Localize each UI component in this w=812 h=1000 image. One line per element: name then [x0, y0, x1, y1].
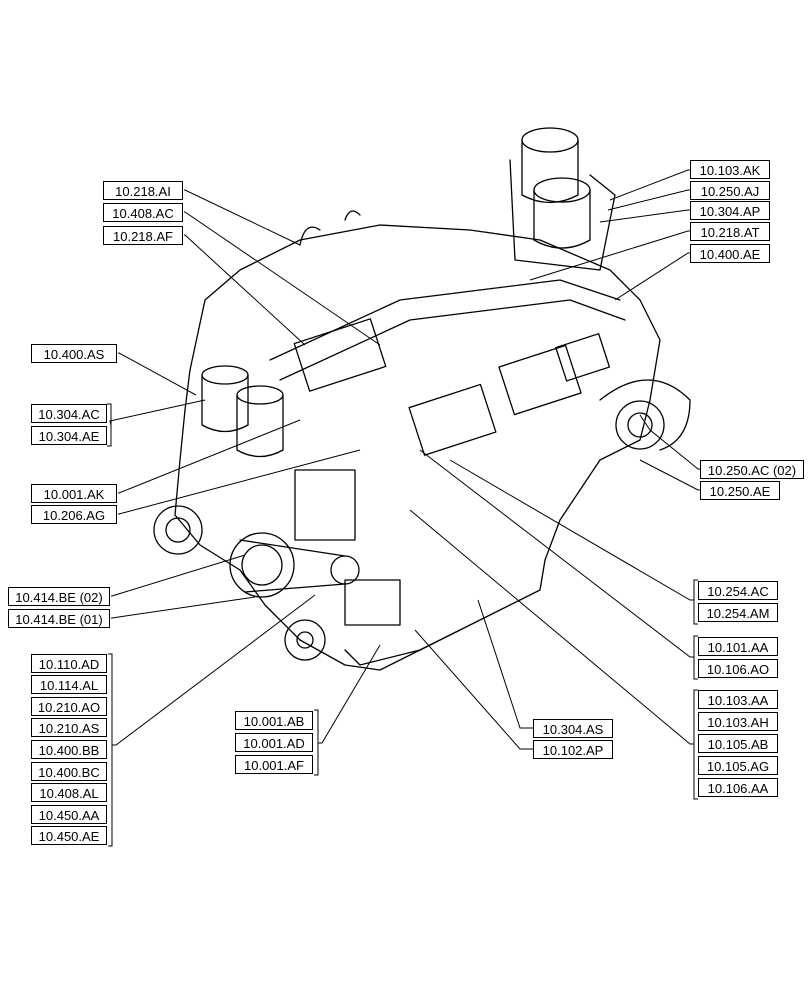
leader-218-at [529, 230, 690, 281]
label-10-304-ac[interactable]: 10.304.AC [31, 404, 107, 423]
leader-103-ak [609, 169, 690, 201]
leader-206-ag [118, 449, 361, 515]
label-10-218-at[interactable]: 10.218.AT [690, 222, 770, 241]
label-10-105-ag[interactable]: 10.105.AG [698, 756, 778, 775]
label-10-414-be-02[interactable]: 10.414.BE (02) [8, 587, 110, 606]
label-10-101-aa[interactable]: 10.101.AA [698, 637, 778, 656]
label-10-001-af[interactable]: 10.001.AF [235, 755, 313, 774]
group-brackets [107, 403, 698, 847]
label-10-450-ae[interactable]: 10.450.AE [31, 826, 107, 845]
label-10-210-ao[interactable]: 10.210.AO [31, 697, 107, 716]
label-10-408-al[interactable]: 10.408.AL [31, 783, 107, 802]
label-10-250-ac-02[interactable]: 10.250.AC (02) [700, 460, 804, 479]
bracket-110-left [108, 653, 113, 847]
label-10-250-aj[interactable]: 10.250.AJ [690, 181, 770, 200]
label-10-254-am[interactable]: 10.254.AM [698, 603, 778, 622]
label-10-408-ac[interactable]: 10.408.AC [103, 203, 183, 222]
label-10-001-ad[interactable]: 10.001.AD [235, 733, 313, 752]
leader-304-ac [109, 399, 206, 426]
label-10-400-bb[interactable]: 10.400.BB [31, 740, 107, 759]
leader-414-be02 [111, 554, 246, 597]
engine-illustration [153, 127, 691, 671]
label-10-400-as[interactable]: 10.400.AS [31, 344, 117, 363]
bracket-304-left [107, 403, 112, 447]
label-10-106-ao[interactable]: 10.106.AO [698, 659, 778, 678]
leader-400-ae [614, 252, 690, 301]
leader-250-ac02 [639, 414, 700, 470]
leader-lines [109, 169, 700, 750]
label-10-103-ah[interactable]: 10.103.AH [698, 712, 778, 731]
label-10-304-as[interactable]: 10.304.AS [533, 719, 613, 738]
label-10-103-aa[interactable]: 10.103.AA [698, 690, 778, 709]
label-10-218-af[interactable]: 10.218.AF [103, 226, 183, 245]
label-10-210-as[interactable]: 10.210.AS [31, 718, 107, 737]
label-10-106-aa[interactable]: 10.106.AA [698, 778, 778, 797]
leader-218-ai [184, 189, 301, 246]
leader-103-group [409, 509, 694, 745]
label-10-304-ap[interactable]: 10.304.AP [690, 201, 770, 220]
label-10-414-be-01[interactable]: 10.414.BE (01) [8, 609, 110, 628]
label-10-114-al[interactable]: 10.114.AL [31, 675, 107, 694]
label-10-102-ap[interactable]: 10.102.AP [533, 740, 613, 759]
leader-304-as [477, 599, 533, 729]
leader-102-ap [414, 629, 533, 750]
label-10-304-ae[interactable]: 10.304.AE [31, 426, 107, 445]
leader-304-ap [599, 209, 690, 223]
label-10-001-ak[interactable]: 10.001.AK [31, 484, 117, 503]
label-10-110-ad[interactable]: 10.110.AD [31, 654, 107, 673]
label-10-103-ak[interactable]: 10.103.AK [690, 160, 770, 179]
leader-110-group [112, 594, 316, 746]
leader-400-as [118, 352, 197, 396]
leader-414-be01 [111, 596, 256, 619]
label-10-250-ae[interactable]: 10.250.AE [700, 481, 780, 500]
bracket-001-left [314, 709, 319, 776]
leader-101-group [419, 449, 694, 658]
label-10-254-ac[interactable]: 10.254.AC [698, 581, 778, 600]
leader-218-af [184, 234, 306, 346]
leader-250-ae [639, 459, 700, 491]
label-10-450-aa[interactable]: 10.450.AA [31, 805, 107, 824]
label-10-001-ab[interactable]: 10.001.AB [235, 711, 313, 730]
leader-001-group [318, 644, 381, 744]
label-10-400-bc[interactable]: 10.400.BC [31, 762, 107, 781]
label-10-400-ae[interactable]: 10.400.AE [690, 244, 770, 263]
bracket-254-right [693, 579, 698, 625]
leader-254-group [449, 459, 694, 601]
leader-250-aj [607, 189, 690, 211]
label-10-105-ab[interactable]: 10.105.AB [698, 734, 778, 753]
label-10-218-ai[interactable]: 10.218.AI [103, 181, 183, 200]
leader-408-ac [184, 211, 381, 346]
leader-001-ak [118, 419, 301, 494]
bracket-103-right [693, 689, 698, 800]
label-10-206-ag[interactable]: 10.206.AG [31, 505, 117, 524]
bracket-101-right [693, 635, 698, 680]
